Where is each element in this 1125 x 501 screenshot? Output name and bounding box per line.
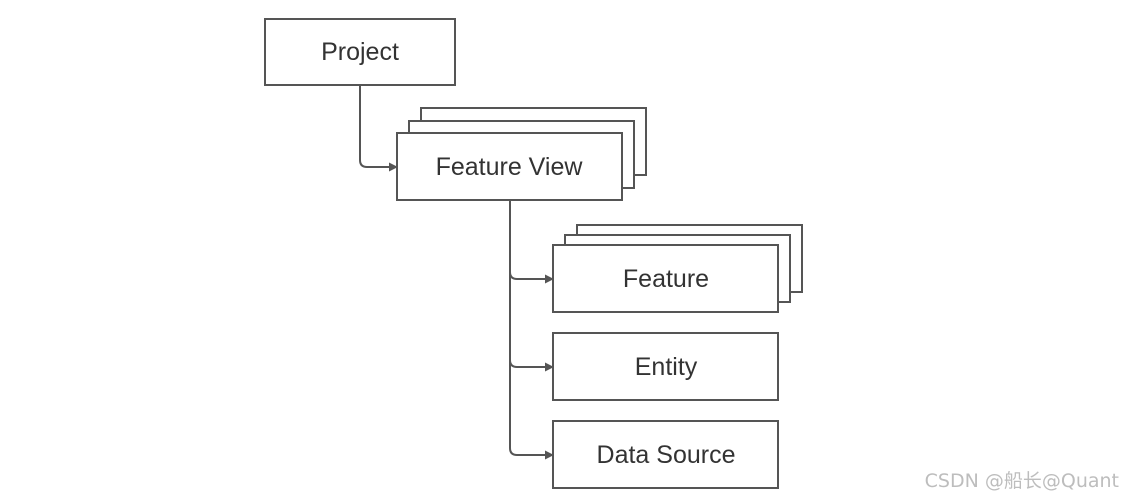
project-node: Project	[264, 18, 456, 86]
edge-feature-view-to-entity	[509, 272, 554, 372]
feature-view-label: Feature View	[436, 153, 584, 181]
feature-node: Feature	[552, 224, 803, 313]
entity-label: Entity	[635, 353, 698, 381]
data-source-label: Data Source	[597, 441, 736, 469]
feature-view-node: Feature View	[396, 107, 647, 201]
edge-feature-view-to-feature	[509, 201, 554, 284]
edge-project-to-feature-view	[359, 86, 398, 172]
edge-feature-view-to-data-source	[509, 360, 554, 460]
feature-label: Feature	[623, 265, 709, 293]
project-label: Project	[321, 38, 399, 66]
data-source-node: Data Source	[552, 420, 779, 489]
entity-node: Entity	[552, 332, 779, 401]
watermark-text: CSDN @船长@Quant	[924, 470, 1119, 492]
